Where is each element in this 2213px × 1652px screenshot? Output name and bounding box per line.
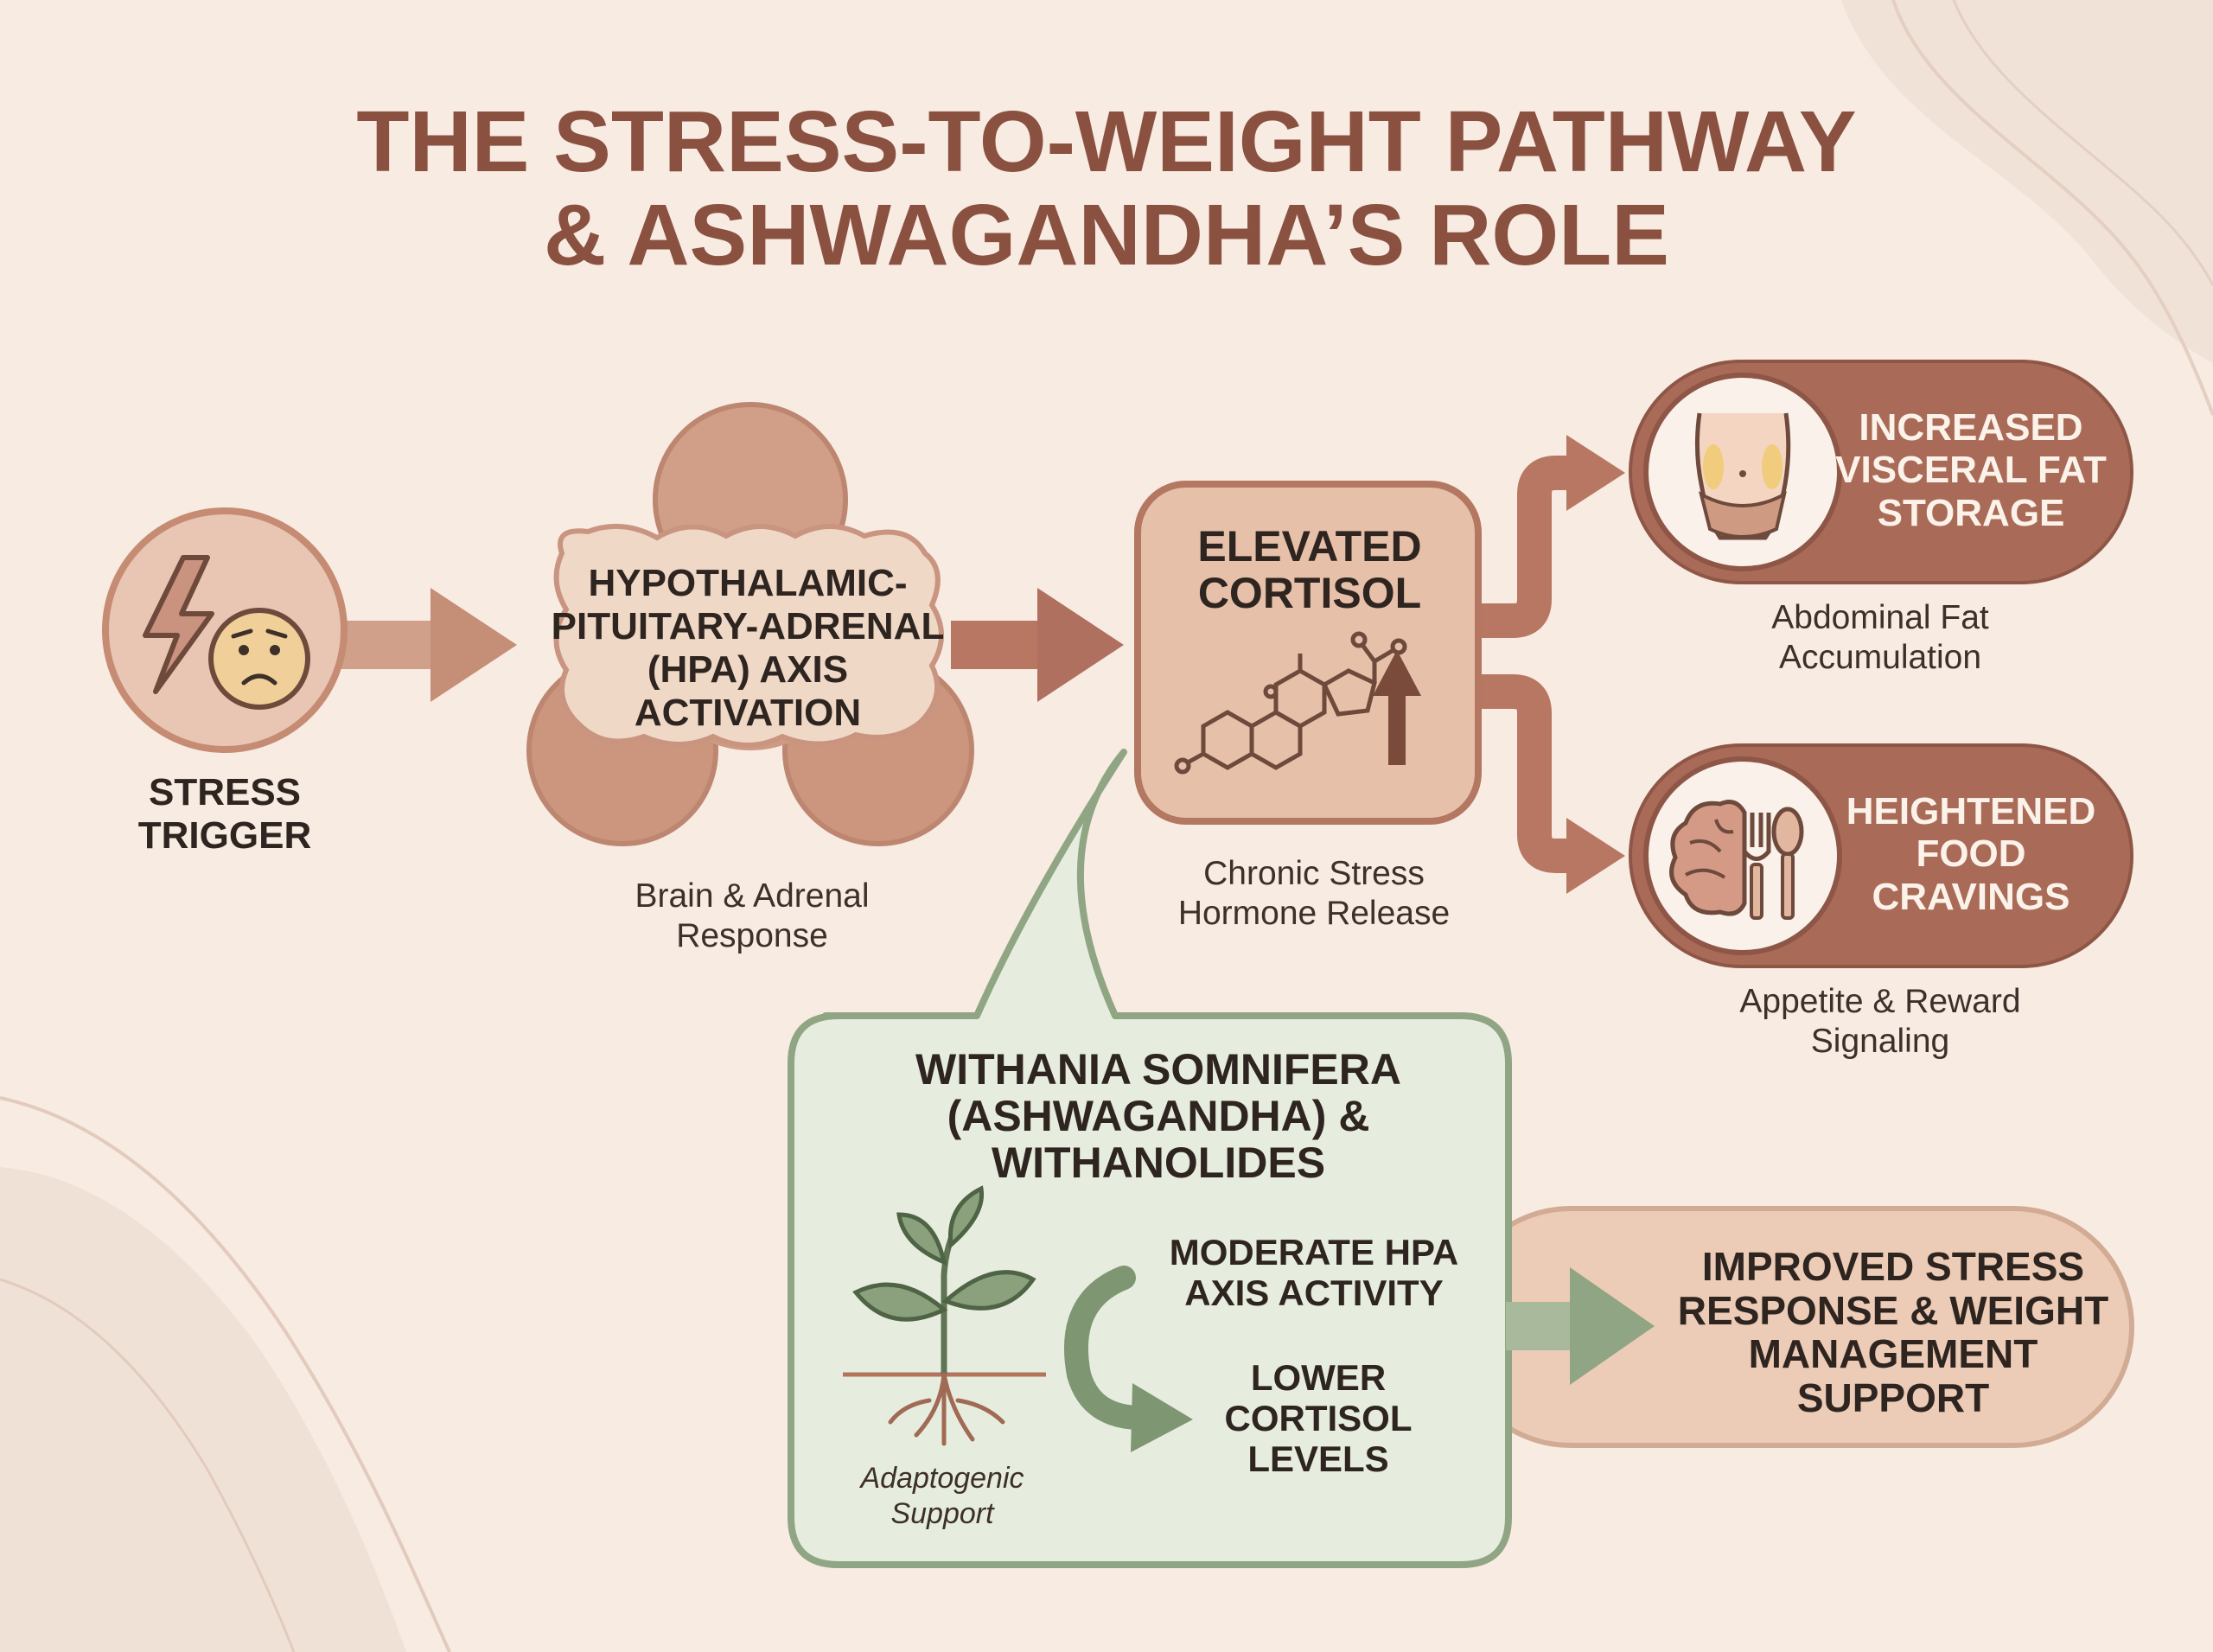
spoon-icon: [1771, 807, 1804, 920]
up-arrow-icon: [1373, 650, 1421, 765]
label-line: MANAGEMENT: [1748, 1331, 2038, 1377]
title-line: WITHANOLIDES: [991, 1139, 1326, 1187]
outcome-label: IMPROVED STRESS RESPONSE & WEIGHT MANAGE…: [1642, 1245, 2144, 1419]
label-line: IMPROVED STRESS: [1701, 1244, 2085, 1289]
abdomen-icon: [1694, 412, 1791, 540]
curved-arrow-icon: [1064, 1266, 1193, 1452]
arrow-panel-to-outcome: [1506, 1267, 1655, 1385]
cravings-node: [1629, 743, 2133, 968]
effect-line: MODERATE HPA: [1169, 1232, 1459, 1272]
visceral-fat-node: [1629, 360, 2133, 584]
label-line: RESPONSE & WEIGHT: [1677, 1287, 2109, 1333]
effect-moderate-hpa: MODERATE HPA AXIS ACTIVITY: [1141, 1232, 1487, 1313]
title-line: WITHANIA SOMNIFERA: [915, 1045, 1401, 1094]
stress-trigger-label: STRESS TRIGGER: [104, 771, 346, 858]
arrow-stress-to-hpa: [339, 588, 517, 702]
label-line: STRESS: [148, 771, 302, 813]
branch-arrow-to-visceral-fat: [1478, 435, 1625, 638]
label-line: SUPPORT: [1796, 1375, 1990, 1420]
ashwagandha-caption: Adaptogenic Support: [813, 1461, 1072, 1532]
caption-line: Signaling: [1810, 1023, 1950, 1061]
lightning-bolt-icon: [143, 555, 214, 694]
title-line: & ASHWAGANDHA’S ROLE: [544, 187, 1669, 284]
caption-line: Response: [676, 917, 828, 955]
effect-line: LEVELS: [1247, 1438, 1389, 1480]
visceral-fat-caption: Abdominal Fat Accumulation: [1707, 598, 2053, 678]
label-line: STORAGE: [1877, 491, 2065, 534]
caption-line: Appetite & Reward: [1739, 983, 2021, 1020]
label-line: CORTISOL: [1197, 569, 1422, 617]
effect-line: AXIS ACTIVITY: [1184, 1272, 1444, 1314]
label-line: HYPOTHALAMIC-: [588, 562, 908, 604]
label-line: PITUITARY-ADRENAL: [551, 605, 945, 648]
hpa-axis-label: HYPOTHALAMIC- PITUITARY-ADRENAL (HPA) AX…: [532, 562, 964, 736]
hpa-axis-node: [526, 402, 974, 846]
label-line: (HPA) AXIS: [647, 648, 849, 692]
ashwagandha-panel: [788, 749, 1512, 1568]
stress-trigger-node: [102, 507, 348, 753]
caption-line: Brain & Adrenal: [635, 877, 870, 915]
label-line: ELEVATED: [1197, 522, 1422, 571]
branch-arrow-to-cravings: [1478, 674, 1625, 894]
effect-line: LOWER: [1250, 1357, 1387, 1398]
caption-line: Support: [890, 1496, 994, 1530]
caption-line: Adaptogenic: [860, 1462, 1024, 1495]
arrow-hpa-to-cortisol: [951, 588, 1124, 702]
title-line: THE STRESS-TO-WEIGHT PATHWAY: [356, 93, 1857, 190]
effect-line: CORTISOL: [1224, 1398, 1413, 1439]
label-line: VISCERAL FAT: [1835, 449, 2107, 492]
caption-line: Abdominal Fat: [1771, 599, 1989, 636]
cravings-caption: Appetite & Reward Signaling: [1690, 982, 2070, 1062]
caption-line: Chronic Stress: [1203, 855, 1425, 892]
label-line: ACTIVATION: [634, 692, 862, 735]
cortisol-caption: Chronic Stress Hormone Release: [1141, 854, 1487, 934]
steroid-molecule-icon: [1174, 631, 1407, 775]
page-title: THE STRESS-TO-WEIGHT PATHWAY & ASHWAGAND…: [0, 95, 2213, 282]
label-line: HEIGHTENED: [1846, 790, 2096, 832]
plant-roots-icon: [843, 1185, 1046, 1446]
caption-line: Accumulation: [1778, 639, 1982, 677]
caption-line: Hormone Release: [1177, 895, 1451, 933]
label-line: INCREASED: [1859, 406, 2083, 449]
effect-lower-cortisol: LOWER CORTISOL LEVELS: [1184, 1357, 1452, 1479]
worried-face-icon: [208, 608, 310, 710]
label-line: TRIGGER: [137, 814, 312, 858]
fork-icon: [1742, 813, 1771, 920]
cortisol-label: ELEVATED CORTISOL: [1154, 523, 1465, 616]
cortisol-node: [1134, 481, 1482, 825]
label-line: FOOD: [1916, 832, 2026, 876]
label-line: CRAVINGS: [1872, 875, 2070, 918]
hpa-axis-caption: Brain & Adrenal Response: [579, 877, 925, 956]
ashwagandha-title: WITHANIA SOMNIFERA (ASHWAGANDHA) & WITHA…: [830, 1046, 1487, 1186]
cravings-label: HEIGHTENED FOOD CRAVINGS: [1824, 790, 2118, 918]
visceral-fat-label: INCREASED VISCERAL FAT STORAGE: [1824, 406, 2118, 534]
title-line: (ASHWAGANDHA) &: [947, 1092, 1370, 1140]
